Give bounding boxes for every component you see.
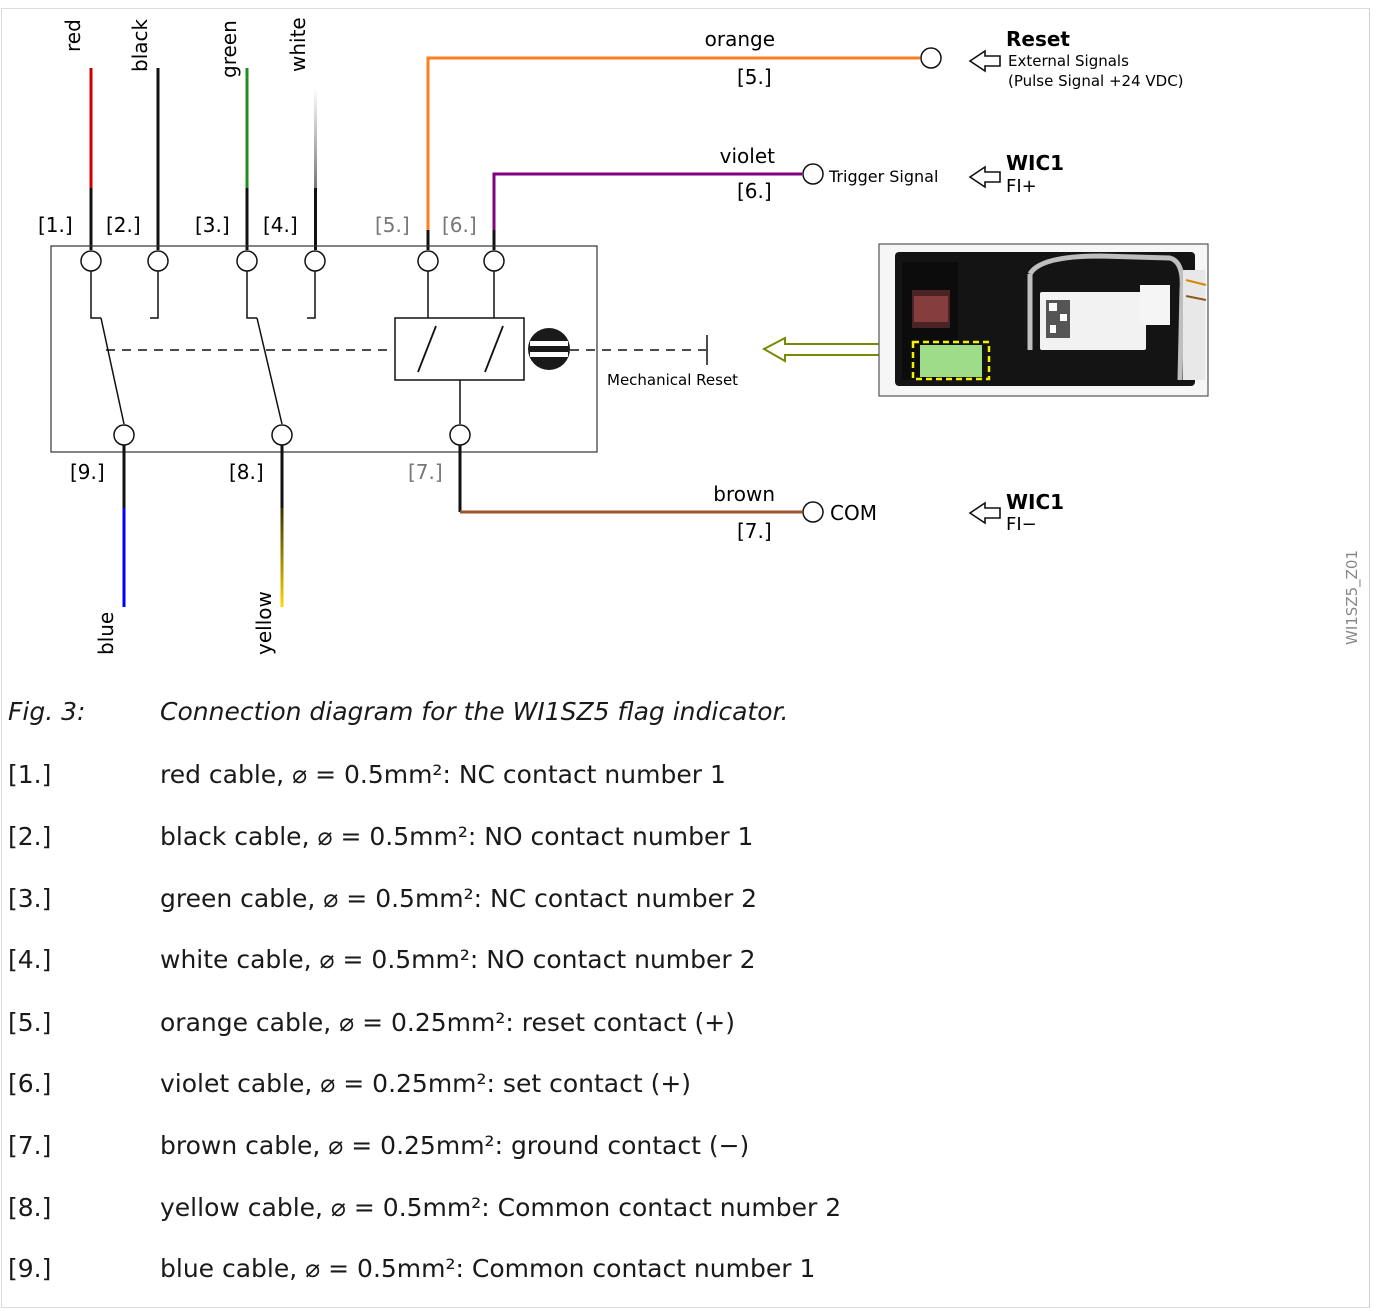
terminal-label-2: [2.] — [106, 213, 141, 237]
mechanical-reset-label: Mechanical Reset — [607, 371, 738, 389]
reset-coil — [394, 317, 525, 381]
violet-ref: [6.] — [737, 179, 772, 203]
orange-label: orange — [705, 27, 775, 51]
terminal-label-7: [7.] — [408, 460, 443, 484]
legend-number: [7.] — [8, 1131, 52, 1160]
no-contact-2 — [307, 271, 316, 319]
terminal-label-4: [4.] — [263, 213, 298, 237]
legend-number: [8.] — [8, 1193, 52, 1222]
orange-ref: [5.] — [737, 65, 772, 89]
caption-text: Connection diagram for the WI1SZ5 flag i… — [160, 697, 789, 726]
switch-arm-1 — [100, 317, 125, 425]
terminal-1 — [80, 250, 102, 272]
terminal-4 — [304, 250, 326, 272]
wic-minus-arrow-icon — [968, 501, 1001, 525]
white-wire — [314, 88, 317, 188]
nc-contact-2 — [246, 271, 257, 319]
legend-description: yellow cable, ⌀ = 0.5mm²: Common contact… — [160, 1193, 842, 1222]
violet-wire — [492, 172, 802, 230]
wire-label-red: red — [61, 19, 85, 52]
legend-number: [5.] — [8, 1008, 52, 1037]
violet-label: violet — [720, 144, 775, 168]
wire-label-green: green — [217, 20, 241, 78]
legend-description: brown cable, ⌀ = 0.25mm²: ground contact… — [160, 1131, 750, 1160]
terminal-8 — [271, 424, 293, 446]
legend-description: green cable, ⌀ = 0.5mm²: NC contact numb… — [160, 884, 758, 913]
nc-contact-1 — [90, 271, 101, 319]
terminal-label-3: [3.] — [195, 213, 230, 237]
terminal-label-1: [1.] — [38, 213, 73, 237]
brown-label: brown — [713, 482, 775, 506]
legend-description: red cable, ⌀ = 0.5mm²: NC contact number… — [160, 760, 726, 789]
legend-number: [4.] — [8, 945, 52, 974]
trigger-signal-label: Trigger Signal — [828, 167, 938, 186]
wic-minus-sub: FI− — [1006, 514, 1037, 535]
no-contact-1 — [150, 271, 159, 319]
legend-description: black cable, ⌀ = 0.5mm²: NO contact numb… — [160, 822, 754, 851]
figure-id: WI1SZ5_Z01 — [1343, 550, 1362, 645]
flag-indicator-photo — [878, 243, 1209, 397]
terminal-6 — [483, 250, 505, 272]
wic-plus-sub: FI+ — [1006, 176, 1037, 197]
legend-number: [3.] — [8, 884, 52, 913]
legend-description: orange cable, ⌀ = 0.25mm²: reset contact… — [160, 1008, 735, 1037]
terminal-label-6: [6.] — [442, 213, 477, 237]
terminal-label-8: [8.] — [229, 460, 264, 484]
terminal-5 — [417, 250, 439, 272]
terminal-3 — [236, 250, 258, 272]
figure-frame — [1, 8, 1370, 1308]
legend-number: [9.] — [8, 1254, 52, 1283]
reset-knob-icon — [528, 328, 570, 370]
caption-label: Fig. 3: — [8, 697, 86, 726]
reset-arrow-icon — [968, 49, 1001, 73]
reset-terminal — [920, 47, 942, 69]
terminal-9 — [113, 424, 135, 446]
wire-label-white: white — [286, 17, 310, 72]
legend-number: [6.] — [8, 1069, 52, 1098]
device-box — [50, 245, 598, 453]
terminal-7 — [449, 424, 471, 446]
wic-plus-title: WIC1 — [1006, 151, 1064, 175]
wic-plus-arrow-icon — [968, 165, 1001, 189]
terminal-label-5: [5.] — [375, 213, 410, 237]
switch-arm-2 — [256, 317, 283, 425]
legend-number: [1.] — [8, 760, 52, 789]
com-terminal — [802, 501, 824, 523]
legend-number: [2.] — [8, 822, 52, 851]
reset-line2: (Pulse Signal +24 VDC) — [1008, 72, 1184, 90]
coil-slash-2 — [484, 325, 504, 373]
legend-description: blue cable, ⌀ = 0.5mm²: Common contact n… — [160, 1254, 816, 1283]
reset-line1: External Signals — [1008, 52, 1129, 70]
terminal-label-9: [9.] — [70, 460, 105, 484]
com-label: COM — [830, 501, 877, 525]
legend-description: white cable, ⌀ = 0.5mm²: NO contact numb… — [160, 945, 756, 974]
trigger-terminal — [802, 163, 824, 185]
terminal-2 — [147, 250, 169, 272]
coil-slash-1 — [417, 325, 437, 373]
orange-wire — [426, 56, 920, 230]
reset-title: Reset — [1006, 27, 1070, 51]
wire-label-blue: blue — [94, 612, 118, 655]
wire-label-black: black — [128, 18, 152, 72]
connection-diagram: red black green white orange [5.] violet… — [38, 17, 1362, 655]
wire-label-yellow: yellow — [252, 591, 276, 655]
yellow-wire — [280, 508, 284, 607]
wic-minus-title: WIC1 — [1006, 490, 1064, 514]
legend-description: violet cable, ⌀ = 0.25mm²: set contact (… — [160, 1069, 692, 1098]
brown-ref: [7.] — [737, 519, 772, 543]
